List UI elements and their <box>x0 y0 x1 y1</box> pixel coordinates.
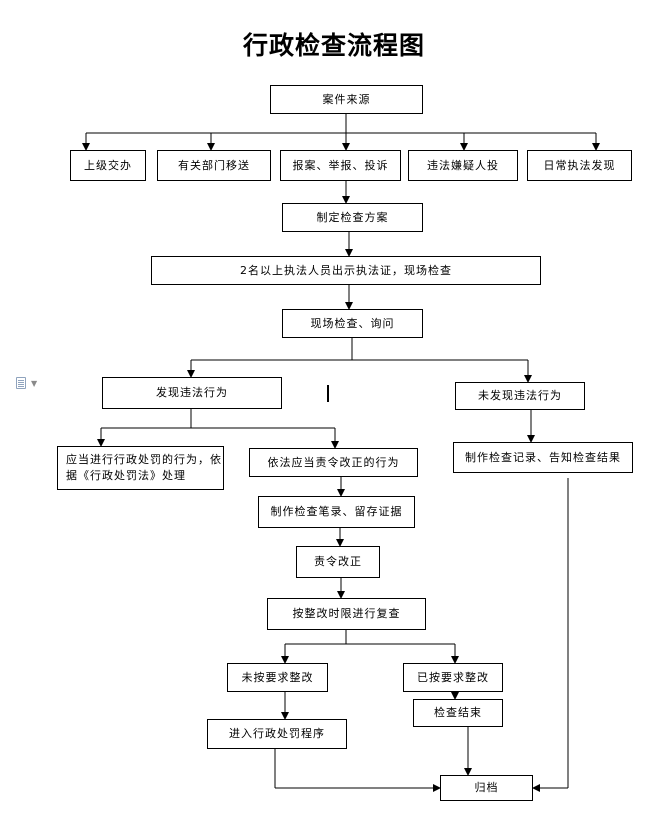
node-daily: 日常执法发现 <box>527 150 632 181</box>
node-not-found: 未发现违法行为 <box>455 382 585 410</box>
node-order-rectify: 责令改正 <box>296 546 380 578</box>
node-no-violation-record: 制作检查记录、告知检查结果 <box>453 442 633 473</box>
node-penalty-behavior: 应当进行行政处罚的行为，依据《行政处罚法》处理 <box>57 446 224 490</box>
node-transfer: 有关部门移送 <box>157 150 271 181</box>
node-rectified: 已按要求整改 <box>403 663 503 692</box>
text-cursor <box>327 385 329 402</box>
node-recheck: 按整改时限进行复查 <box>267 598 426 630</box>
node-source: 案件来源 <box>270 85 423 114</box>
node-record: 制作检查笔录、留存证据 <box>258 496 415 528</box>
node-rectify-behavior: 依法应当责令改正的行为 <box>249 448 418 477</box>
document-icon[interactable] <box>16 377 26 389</box>
node-two-officers: 2名以上执法人员出示执法证，现场检查 <box>151 256 541 285</box>
dropdown-caret-icon[interactable]: ▼ <box>31 379 38 388</box>
node-plan: 制定检查方案 <box>282 203 423 232</box>
node-archive: 归档 <box>440 775 533 801</box>
node-check-end: 检查结束 <box>413 699 503 727</box>
node-onsite: 现场检查、询问 <box>282 309 423 338</box>
node-not-rectified: 未按要求整改 <box>227 663 328 692</box>
node-enter-penalty: 进入行政处罚程序 <box>207 719 347 749</box>
node-suspect: 违法嫌疑人投 <box>408 150 518 181</box>
node-found: 发现违法行为 <box>102 377 282 409</box>
node-report: 报案、举报、投诉 <box>280 150 401 181</box>
flowchart-title: 行政检查流程图 <box>242 31 425 60</box>
node-superior: 上级交办 <box>70 150 146 181</box>
